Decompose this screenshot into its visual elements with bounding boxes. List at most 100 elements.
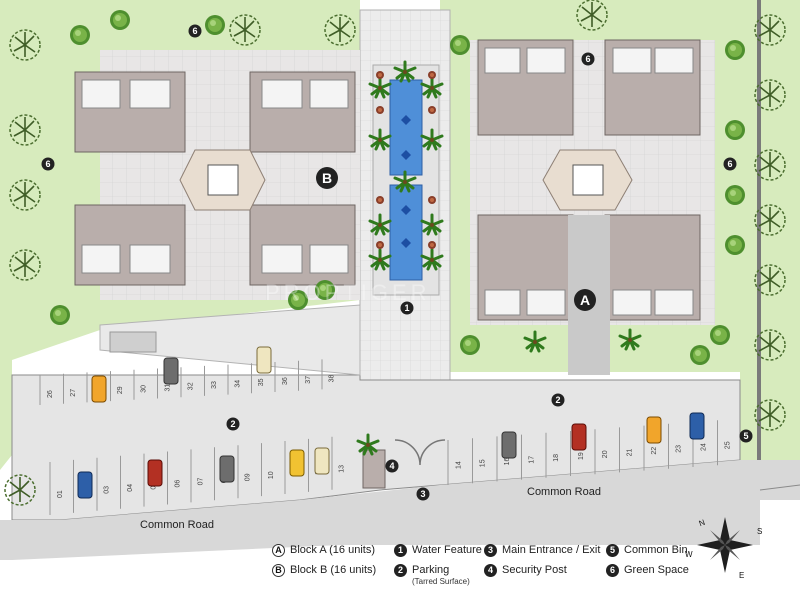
boundary-wall — [757, 0, 761, 480]
legend-key-1: 1 — [394, 544, 407, 557]
parking-stall-number: 01 — [57, 490, 64, 498]
legend-key-block-a: A — [272, 544, 285, 557]
parking-stall-number: 30 — [141, 385, 148, 393]
parking-stall-number: 17 — [529, 456, 536, 464]
road-side-line — [759, 484, 800, 491]
main-gate — [394, 439, 446, 466]
road-label-left: Common Road — [140, 519, 214, 531]
common-road — [0, 460, 800, 560]
legend-item-security-post: 4 Security Post — [484, 564, 567, 577]
parking-stall-number: 22 — [651, 447, 658, 455]
parking-stall-number: 26 — [47, 390, 54, 398]
legend-label-security-post: Security Post — [502, 564, 567, 576]
parking-stall-number: 31 — [164, 384, 171, 392]
water-feature-pool-2 — [389, 184, 423, 281]
legend-label-block-a: Block A (16 units) — [290, 544, 375, 556]
map-marker-green-space[interactable] — [581, 52, 595, 66]
parking-stall-number: 03 — [104, 486, 111, 494]
block-a-marker[interactable]: A — [574, 289, 596, 311]
map-marker-main-entrance[interactable] — [416, 487, 430, 501]
legend-label-green-space: Green Space — [624, 564, 689, 576]
map-marker-green-space[interactable] — [41, 157, 55, 171]
block-b-marker[interactable]: B — [316, 167, 338, 189]
parking-stall-number: 25 — [725, 441, 732, 449]
parking-stall-number: 19 — [578, 452, 585, 460]
legend-key-3: 3 — [484, 544, 497, 557]
parking-stall-number: 27 — [70, 389, 77, 397]
parking-stall-lines — [39, 359, 718, 515]
map-marker-number: 3 — [420, 489, 425, 499]
parking-stall-number: 38 — [329, 375, 336, 383]
block-b-marker-label: B — [322, 170, 332, 186]
map-marker-parking[interactable] — [551, 393, 565, 407]
legend-key-5: 5 — [606, 544, 619, 557]
legend-item-block-a: A Block A (16 units) — [272, 544, 375, 557]
compass-s: S — [757, 527, 762, 536]
legend-item-green-space: 6 Green Space — [606, 564, 689, 577]
parking-stall-number: 10 — [268, 471, 275, 479]
legend-label-common-bin: Common Bin — [624, 544, 688, 556]
parking-stall-number: 04 — [127, 484, 134, 492]
map-marker-green-space[interactable] — [723, 157, 737, 171]
road-label-right: Common Road — [527, 486, 601, 498]
legend-label-main-entrance: Main Entrance / Exit — [502, 544, 601, 556]
parking-stall-number: 16 — [504, 458, 511, 466]
green-strip-right — [740, 0, 800, 470]
parking-stall-number: 35 — [258, 378, 265, 386]
compass-n: N — [698, 518, 707, 529]
block-a-building — [470, 39, 715, 375]
block-a-marker-label: A — [580, 292, 590, 308]
compass-rose: N S W E — [685, 517, 762, 580]
map-marker-number: 6 — [45, 159, 50, 169]
legend-key-2: 2 — [394, 564, 407, 577]
legend-item-main-entrance: 3 Main Entrance / Exit — [484, 544, 600, 557]
map-marker-parking[interactable] — [226, 417, 240, 431]
parking-stall-number: 23 — [676, 445, 683, 453]
map-marker-number: 6 — [192, 26, 197, 36]
parking-stall-number: 20 — [602, 450, 609, 458]
parking-stall-number: 14 — [455, 461, 462, 469]
map-marker-common-bin[interactable] — [739, 429, 753, 443]
parking-stall-number: 09 — [245, 473, 252, 481]
map-marker-number: 2 — [230, 419, 235, 429]
legend-item-water-feature: 1 Water Feature — [394, 544, 482, 557]
legend-key-block-b: B — [272, 564, 285, 577]
parking-stall-number: 36 — [282, 377, 289, 385]
parking-stall-number: 06 — [174, 480, 181, 488]
legend-item-parking: 2 Parking(Tarred Surface) — [394, 564, 470, 586]
security-post-block — [362, 449, 386, 489]
map-legend: A Block A (16 units) B Block B (16 units… — [272, 544, 712, 590]
watermark: PROPTIGER — [265, 280, 431, 305]
parking-stall-number: 34 — [235, 380, 242, 388]
parking-stall-number: 29 — [117, 386, 124, 394]
parking-stall-number: 15 — [480, 459, 487, 467]
parking-stall-number: 32 — [188, 382, 195, 390]
map-marker-security-post[interactable] — [385, 459, 399, 473]
legend-sub-parking: (Tarred Surface) — [412, 577, 470, 586]
map-marker-number: 4 — [389, 461, 394, 471]
map-marker-green-space[interactable] — [188, 24, 202, 38]
parking-stall-number: 33 — [211, 381, 218, 389]
parked-cars — [77, 346, 705, 499]
legend-key-6: 6 — [606, 564, 619, 577]
legend-key-4: 4 — [484, 564, 497, 577]
map-marker-number: 6 — [585, 54, 590, 64]
parking-stall-number: 21 — [627, 449, 634, 457]
entrance-steps — [109, 331, 157, 353]
legend-label-parking: Parking — [412, 564, 450, 576]
parking-stall-number: 13 — [339, 465, 346, 473]
map-marker-number: 1 — [404, 303, 409, 313]
legend-item-block-b: B Block B (16 units) — [272, 564, 376, 577]
map-marker-number: 2 — [555, 395, 560, 405]
fountain-stars — [401, 115, 411, 248]
legend-label-block-b: Block B (16 units) — [290, 564, 377, 576]
legend-item-common-bin: 5 Common Bin — [606, 544, 688, 557]
parking-stall-number: 07 — [198, 478, 205, 486]
map-marker-water-feature[interactable] — [400, 301, 414, 315]
parking-stall-number: 24 — [700, 443, 707, 451]
compass-e: E — [739, 571, 744, 580]
legend-label-water-feature: Water Feature — [412, 544, 482, 556]
water-feature-pool-1 — [389, 79, 423, 176]
